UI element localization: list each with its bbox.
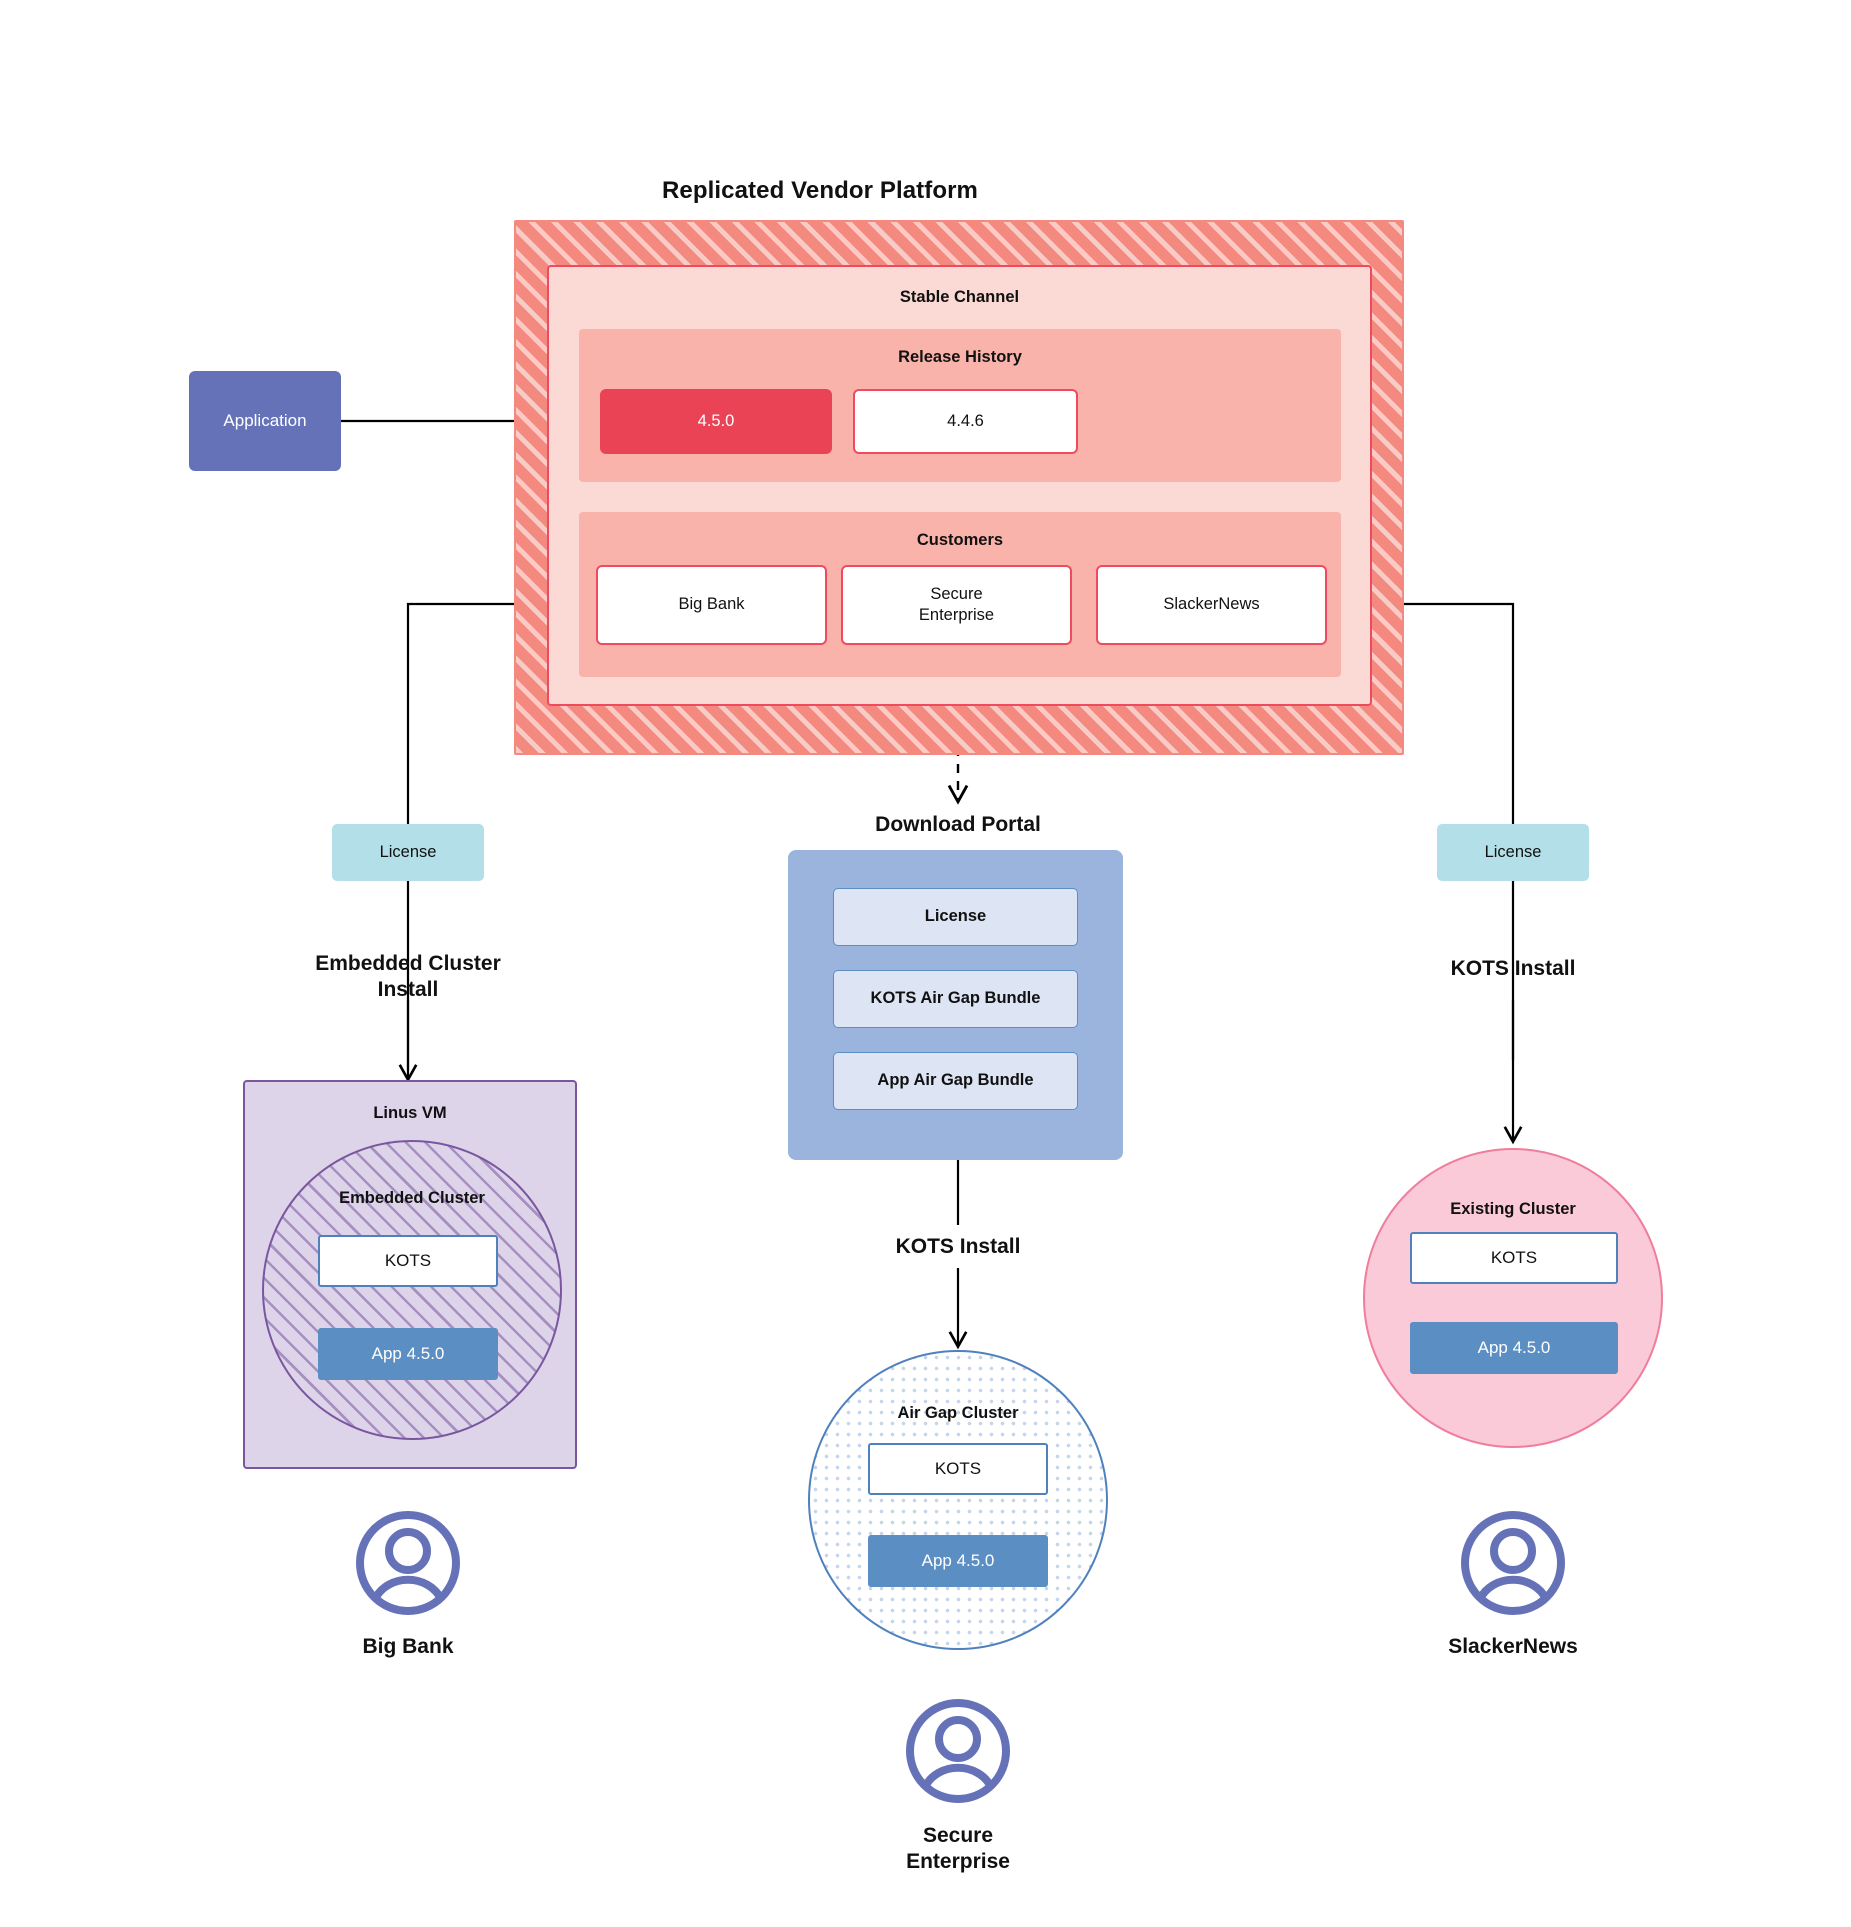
customer-box-slackernews[interactable]: SlackerNews bbox=[1096, 565, 1327, 645]
air-gap-cluster-label: Air Gap Cluster bbox=[897, 1404, 1019, 1422]
linux-vm-label: Linus VM bbox=[373, 1104, 447, 1122]
release-history-label: Release History bbox=[898, 348, 1022, 366]
page-title: Replicated Vendor Platform bbox=[661, 177, 978, 205]
embedded-cluster-label: Embedded Cluster bbox=[339, 1189, 485, 1207]
avatar-big-bank bbox=[355, 1510, 461, 1616]
air-gap-cluster-circle: Air Gap Cluster bbox=[808, 1350, 1108, 1650]
person-icon bbox=[356, 1511, 460, 1615]
download-portal-title: Download Portal bbox=[875, 812, 1041, 836]
kots-box-right[interactable]: KOTS bbox=[1410, 1232, 1618, 1284]
kots-box-center[interactable]: KOTS bbox=[868, 1443, 1048, 1495]
app-box-left[interactable]: App 4.5.0 bbox=[318, 1328, 498, 1380]
customer-box-big-bank[interactable]: Big Bank bbox=[596, 565, 827, 645]
license-chip-right[interactable]: License bbox=[1437, 824, 1589, 881]
portal-item-app-air-gap-bundle[interactable]: App Air Gap Bundle bbox=[833, 1052, 1078, 1110]
portal-item-license[interactable]: License bbox=[833, 888, 1078, 946]
person-icon bbox=[906, 1699, 1010, 1803]
avatar-label-secure-enterprise: Secure Enterprise bbox=[906, 1823, 1010, 1873]
embedded-cluster-circle: Embedded Cluster bbox=[262, 1140, 562, 1440]
app-box-right[interactable]: App 4.5.0 bbox=[1410, 1322, 1618, 1374]
edge-label-embedded-cluster-install: Embedded Cluster Install bbox=[315, 951, 501, 1001]
stable-channel-label: Stable Channel bbox=[899, 288, 1020, 306]
person-icon bbox=[1461, 1511, 1565, 1615]
application-node[interactable]: Application bbox=[189, 371, 341, 471]
release-version-past[interactable]: 4.4.6 bbox=[853, 389, 1078, 454]
customer-box-secure-enterprise[interactable]: Secure Enterprise bbox=[841, 565, 1072, 645]
release-version-current[interactable]: 4.5.0 bbox=[600, 389, 832, 454]
avatar-label-big-bank: Big Bank bbox=[362, 1634, 454, 1658]
edge-label-kots-install-center: KOTS Install bbox=[895, 1234, 1021, 1258]
avatar-label-slackernews: SlackerNews bbox=[1448, 1634, 1578, 1658]
avatar-slackernews bbox=[1460, 1510, 1566, 1616]
app-box-center[interactable]: App 4.5.0 bbox=[868, 1535, 1048, 1587]
existing-cluster-circle: Existing Cluster bbox=[1363, 1148, 1663, 1448]
portal-item-kots-air-gap-bundle[interactable]: KOTS Air Gap Bundle bbox=[833, 970, 1078, 1028]
avatar-secure-enterprise bbox=[905, 1698, 1011, 1804]
license-chip-left[interactable]: License bbox=[332, 824, 484, 881]
customers-label: Customers bbox=[916, 531, 1004, 549]
existing-cluster-label: Existing Cluster bbox=[1450, 1200, 1576, 1218]
kots-box-left[interactable]: KOTS bbox=[318, 1235, 498, 1287]
edge-label-kots-install-right: KOTS Install bbox=[1450, 956, 1576, 980]
